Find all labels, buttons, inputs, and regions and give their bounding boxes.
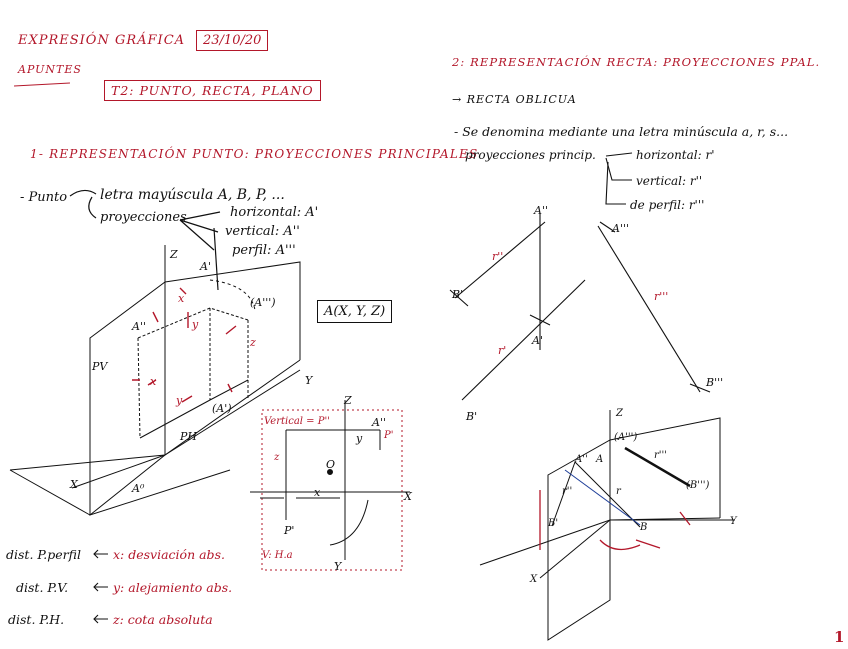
- line-a3-label: A''': [611, 222, 629, 235]
- notes-label: APUNTES: [18, 63, 82, 76]
- relation-left-1: dist. P.perfil: [6, 547, 81, 562]
- line-b1b-label: B': [465, 410, 477, 423]
- relation-right-3: z: cota absoluta: [113, 612, 213, 627]
- coords-box: A(X, Y, Z): [317, 300, 393, 323]
- line-b1-label: B': [451, 288, 463, 301]
- iso2-a2-label: A'': [574, 454, 588, 465]
- dihedral-y-label: Y: [334, 560, 343, 573]
- line-dihedral-figure: [449, 214, 711, 401]
- iso2-a-label: A: [595, 454, 603, 465]
- iso2-b-label: B: [639, 522, 647, 533]
- dihedral-labels: Z A'' X Y O P' x y: [283, 394, 413, 573]
- iso2-b1-label: B': [547, 518, 558, 529]
- dihedral-z-label: Z: [343, 394, 352, 407]
- iso-a1-label: A': [199, 260, 211, 273]
- perfil-label: perfil: A''': [232, 243, 296, 258]
- iso2-a3-label: (A'''): [614, 432, 637, 443]
- line-r1-label: r': [498, 344, 506, 357]
- iso-figure-red-labels: x y z y x: [150, 292, 256, 407]
- topic-box: T2: PUNTO, RECTA, PLANO: [104, 80, 321, 101]
- iso-z-label: Z: [169, 248, 178, 261]
- line-iso-red: [539, 490, 691, 551]
- section2-subtitle: → RECTA OBLICUA: [452, 93, 577, 106]
- date-box: 23/10/20: [196, 30, 269, 51]
- relation-arrows: [93, 549, 108, 624]
- iso-x-label: X: [69, 478, 79, 491]
- punto-label: - Punto: [20, 190, 68, 205]
- section2-perfil: de perfil: r''': [630, 198, 705, 212]
- dihedral-p1-label: P': [283, 524, 294, 537]
- proyecciones-label: proyecciones: [100, 210, 187, 225]
- subject-title: EXPRESIÓN GRÁFICA: [18, 33, 186, 48]
- iso-y-small: y: [191, 318, 199, 331]
- relation-left-3: dist. P.H.: [8, 612, 65, 627]
- dihedral-figure: [250, 400, 410, 571]
- line-a1-label: A': [531, 334, 543, 347]
- iso-a0-label: A⁰: [131, 482, 145, 495]
- section2-title: 2: REPRESENTACIÓN RECTA: PROYECCIONES PP…: [452, 55, 821, 69]
- dihedral-o-label: O: [326, 458, 335, 471]
- section1-title: 1- REPRESENTACIÓN PUNTO: PROYECCIONES PR…: [30, 147, 479, 161]
- dihedral-vertical-label: Vertical = P'': [264, 416, 330, 427]
- line-dihedral-labels: A'' B' A' B' A''' B''': [451, 204, 723, 423]
- punto-arrows: [69, 189, 221, 291]
- iso2-r3-label: r''': [654, 450, 667, 461]
- line-r2-label: r'': [492, 250, 503, 263]
- line-iso-labels: Z X Y A'' r'' B' r''' (B''') (A''') B A …: [529, 408, 738, 585]
- iso-y-label: Y: [305, 374, 314, 387]
- letra-label: letra mayúscula A, B, P, ...: [100, 187, 285, 203]
- iso2-x-label: X: [529, 574, 538, 585]
- vertical-label: vertical: A'': [225, 224, 300, 239]
- dihedral-p-label: P': [383, 430, 393, 441]
- iso2-r-label: r: [616, 486, 622, 497]
- horizontal-label: horizontal: A': [230, 205, 319, 220]
- iso-x-small: x: [178, 292, 185, 305]
- iso-x-small-2: x: [150, 375, 157, 388]
- dihedral-x-label: X: [403, 490, 413, 503]
- iso-z-small: z: [249, 336, 256, 349]
- iso-a1b-label: (A'): [212, 402, 232, 415]
- line-r3-label: r''': [654, 290, 668, 303]
- line-iso-figure: [479, 410, 735, 641]
- dihedral-red-labels: Vertical = P'' P' V: H.a z: [262, 416, 393, 561]
- iso-figure-red-marks: [132, 287, 237, 403]
- iso-a2-label: A'': [131, 320, 146, 333]
- iso-a3-label: (A'''): [250, 296, 276, 309]
- relation-right-2: y: alejamiento abs.: [113, 580, 233, 595]
- line-b3-label: B''': [705, 376, 723, 389]
- dihedral-zs-label: z: [273, 452, 280, 463]
- iso2-y-label: Y: [730, 516, 738, 527]
- dihedral-vh-label: V: H.a: [262, 550, 293, 561]
- line-a2-label: A'': [533, 204, 548, 217]
- section2-vertical: vertical: r'': [636, 174, 703, 188]
- iso2-z-label: Z: [615, 408, 624, 419]
- iso-pv-label: PV: [91, 360, 108, 373]
- line-iso-r3: [624, 446, 691, 488]
- dihedral-a2-label: A'': [371, 416, 386, 429]
- relation-right-1: x: desviación abs.: [113, 547, 225, 562]
- iso-figure-point: [9, 245, 301, 517]
- dihedral-xs-label: x: [314, 486, 321, 499]
- iso2-b3-label: (B'''): [686, 480, 709, 491]
- dihedral-ys-label: y: [355, 432, 363, 445]
- section2-horizontal: horizontal: r': [636, 148, 715, 162]
- iso-figure-labels: Z X Y PV PH A'' A' (A''') (A') A⁰: [69, 248, 314, 495]
- section2-proy-arrows: [605, 152, 633, 205]
- page-number: 1: [834, 628, 845, 646]
- iso-ph-label: PH: [179, 430, 197, 443]
- iso-y-small-2: y: [175, 394, 183, 407]
- section2-proy-label: proyecciones princip.: [465, 148, 596, 162]
- line-dihedral-red-labels: r'' r' r''': [492, 250, 668, 357]
- iso2-r2-label: r'': [562, 486, 572, 497]
- section2-line1: - Se denomina mediante una letra minúscu…: [454, 124, 789, 139]
- relation-left-2: dist. P.V.: [16, 580, 69, 595]
